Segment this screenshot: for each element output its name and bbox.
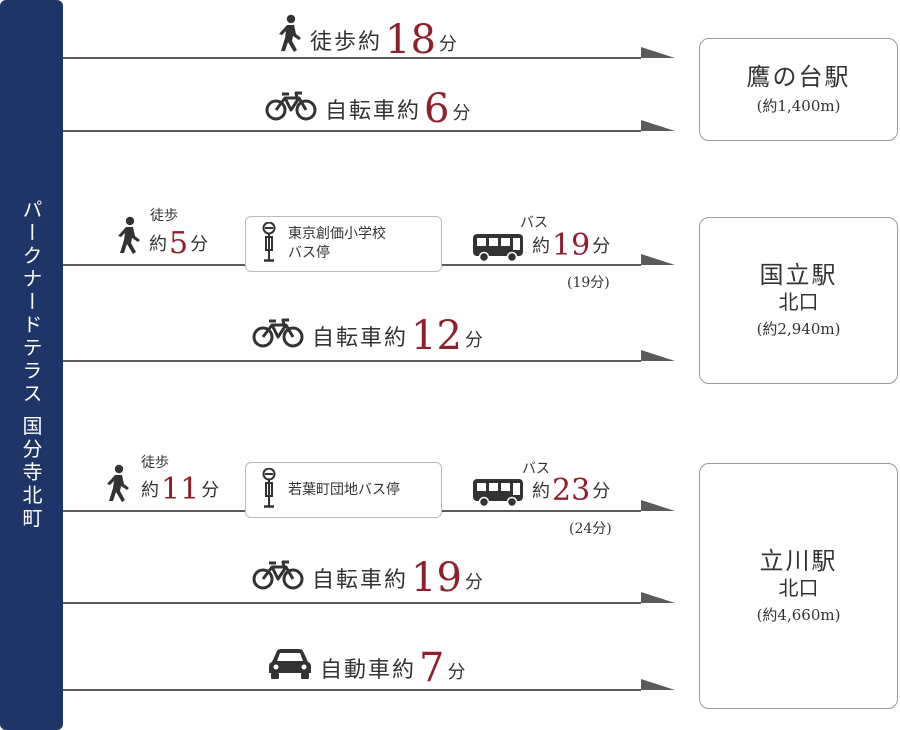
bus-prefix: 約	[532, 481, 550, 502]
route-line	[63, 57, 641, 59]
car-icon	[268, 646, 312, 686]
origin-bar: パークナードテラス 国分寺北町	[0, 0, 63, 730]
arrow-head	[641, 120, 675, 131]
station-kunitachi: 国立駅 北口 (約2,940m)	[699, 217, 898, 384]
route-time: 19	[411, 555, 462, 601]
bicycle-icon	[252, 560, 304, 596]
walk-time: 5	[169, 226, 189, 261]
route-label: 自転車約	[325, 99, 422, 124]
origin-name: パークナードテラス 国分寺北町	[19, 199, 43, 531]
walking-icon	[104, 460, 130, 510]
bus-time: 19	[552, 228, 591, 263]
bus-prefix: 約	[532, 236, 550, 257]
walk-unit: 分	[190, 234, 209, 255]
route-time: 18	[385, 17, 436, 63]
walk-time: 11	[161, 472, 200, 507]
arrow-head	[641, 254, 675, 265]
station-exit: 北口	[778, 290, 819, 314]
bus-stop-icon	[262, 467, 276, 512]
station-name: 立川駅	[759, 546, 838, 575]
takanodai-walk-route: 徒歩約 18 分	[276, 14, 457, 63]
busstop-name: 東京創価小学校	[288, 226, 386, 243]
route-unit: 分	[438, 34, 457, 55]
bus-stop-icon	[262, 221, 276, 266]
walk-label: 徒歩	[150, 208, 178, 224]
busstop-name-line2: バス停	[288, 245, 330, 261]
route-line	[63, 360, 641, 362]
bus-unit: 分	[592, 481, 611, 502]
kunitachi-bus-time: 約 19 分	[532, 228, 611, 263]
route-unit: 分	[452, 103, 471, 124]
tachikawa-bus-time: 約 23 分	[532, 473, 611, 508]
route-unit: 分	[464, 330, 483, 351]
bus-icon	[472, 233, 524, 267]
kunitachi-bike-route: 自転車約 12 分	[252, 313, 483, 359]
bus-unit: 分	[592, 236, 611, 257]
station-takanodai: 鷹の台駅 (約1,400m)	[699, 38, 898, 141]
bicycle-icon	[265, 91, 317, 127]
route-label: 自転車約	[312, 326, 409, 351]
takanodai-bike-route: 自転車約 6 分	[265, 86, 471, 132]
bicycle-icon	[252, 318, 304, 354]
bus-note: (24分)	[569, 521, 612, 537]
walking-icon	[115, 212, 141, 262]
walk-unit: 分	[201, 480, 220, 501]
arrow-head	[641, 592, 675, 603]
tachikawa-bike-route: 自転車約 19 分	[252, 555, 483, 601]
route-line	[63, 602, 641, 604]
arrow-head	[641, 500, 675, 511]
busstop-name: 若葉町団地バス停	[288, 481, 400, 498]
route-time: 7	[419, 645, 445, 691]
arrow-head	[641, 679, 675, 690]
tachikawa-walk-time: 約 11 分	[141, 472, 220, 507]
busstop-wakabacho: 若葉町団地バス停	[245, 462, 442, 518]
route-label: 自転車約	[312, 568, 409, 593]
walk-label: 徒歩	[141, 455, 169, 471]
station-name: 鷹の台駅	[746, 62, 851, 91]
route-label: 徒歩約	[310, 30, 383, 55]
station-distance: (約2,940m)	[756, 320, 841, 338]
bus-label: バス	[522, 461, 550, 477]
bus-label: バス	[520, 215, 548, 231]
arrow-head	[641, 47, 675, 58]
route-time: 6	[424, 86, 450, 132]
route-unit: 分	[464, 572, 483, 593]
walk-prefix: 約	[149, 234, 167, 255]
busstop-tokyo-soka: 東京創価小学校 バス停	[245, 216, 442, 272]
station-name: 国立駅	[759, 261, 838, 289]
route-line	[63, 130, 641, 132]
walk-prefix: 約	[141, 480, 159, 501]
route-line	[63, 689, 641, 691]
tachikawa-car-route: 自動車約 7 分	[268, 645, 466, 691]
route-unit: 分	[447, 662, 466, 683]
station-tachikawa: 立川駅 北口 (約4,660m)	[699, 463, 898, 709]
kunitachi-walk-time: 約 5 分	[149, 226, 209, 261]
route-label: 自動車約	[320, 658, 417, 683]
bus-note: (19分)	[567, 275, 610, 291]
bus-icon	[472, 478, 524, 512]
station-exit: 北口	[778, 575, 819, 600]
arrow-head	[641, 350, 675, 361]
bus-time: 23	[552, 473, 591, 508]
station-distance: (約1,400m)	[756, 96, 841, 115]
walking-icon	[276, 14, 302, 58]
station-distance: (約4,660m)	[756, 605, 841, 624]
route-time: 12	[411, 313, 462, 359]
